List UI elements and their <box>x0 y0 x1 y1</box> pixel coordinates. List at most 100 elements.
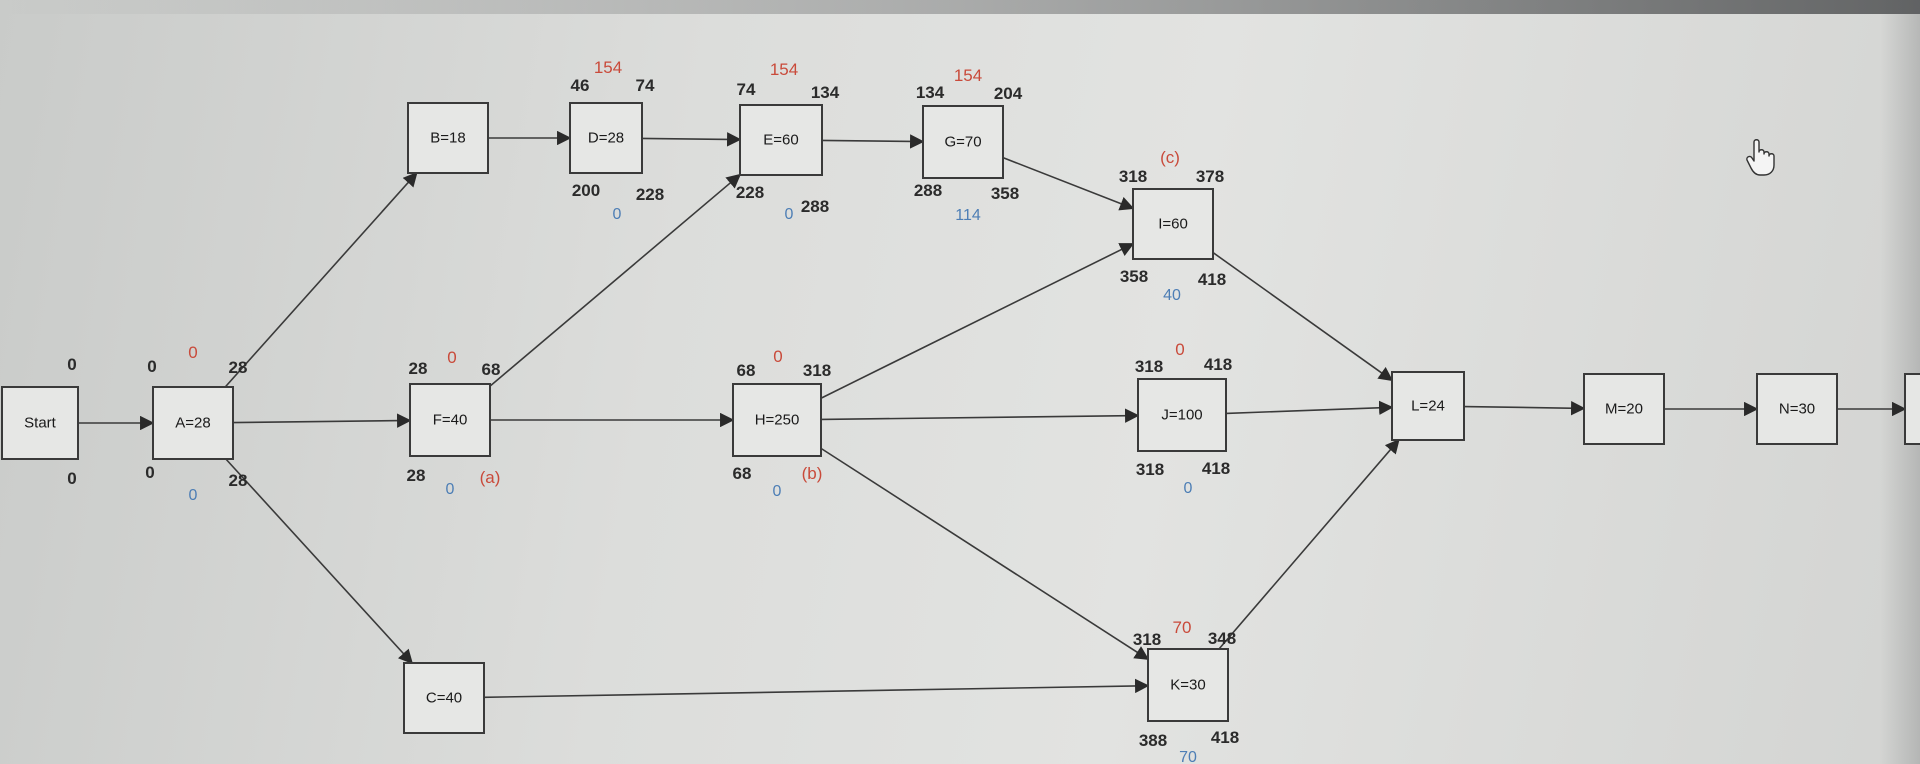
annotation-black: 0 <box>145 463 154 482</box>
annotation-red: 0 <box>447 348 456 367</box>
annotation-black: 418 <box>1202 459 1230 478</box>
node-box-c <box>403 662 485 734</box>
edge-e-g <box>821 134 925 149</box>
node-g[interactable]: G=70 <box>922 105 1004 179</box>
node-f[interactable]: F=40 <box>409 383 491 457</box>
node-l[interactable]: L=24 <box>1391 371 1465 441</box>
annotation-black: 0 <box>67 469 76 488</box>
annotation-black: 74 <box>636 76 655 95</box>
annotation-red: (a) <box>480 468 501 487</box>
node-a[interactable]: A=28 <box>152 386 234 460</box>
annotation-blue: 0 <box>773 483 782 500</box>
nodes-layer: Start A=28 B=18C=40 D=28 E=60F=40 G=70H=250 I=… <box>1 102 1920 734</box>
annotation-black: 28 <box>229 471 248 490</box>
node-label-n: N=30 <box>1779 401 1815 418</box>
annotation-black: 288 <box>801 197 829 216</box>
edge-j-l <box>1225 400 1394 415</box>
annotation-black: 348 <box>1208 629 1236 648</box>
node-label-i: I=60 <box>1158 216 1188 233</box>
annotation-black: 418 <box>1198 270 1226 289</box>
node-label-m: M=20 <box>1605 401 1643 418</box>
node-box-h <box>732 383 822 457</box>
annotation-blue: 0 <box>785 206 794 223</box>
node-box-l <box>1391 371 1465 441</box>
annotation-red: 0 <box>1175 340 1184 359</box>
annotation-blue: 0 <box>613 206 622 223</box>
annotation-black: 74 <box>737 80 756 99</box>
annotation-black: 288 <box>914 181 942 200</box>
edge-h-i <box>820 243 1135 399</box>
node-label-e: E=60 <box>763 132 798 149</box>
edge-h-j <box>820 408 1140 423</box>
annotation-black: 318 <box>803 361 831 380</box>
node-label-c: C=40 <box>426 690 462 707</box>
annotation-red: (b) <box>802 464 823 483</box>
annotation-blue: 0 <box>189 487 198 504</box>
monitor-top-band <box>0 0 1920 14</box>
node-d[interactable]: D=28 <box>569 102 643 174</box>
node-box-end <box>1904 373 1920 445</box>
node-label-k: K=30 <box>1170 677 1205 694</box>
node-box-f <box>409 383 491 457</box>
annotation-black: 378 <box>1196 167 1224 186</box>
edge-h-k <box>820 447 1150 660</box>
node-box-d <box>569 102 643 174</box>
node-start[interactable]: Start <box>1 386 79 460</box>
annotation-black: 134 <box>811 83 840 102</box>
edge-k-l <box>1218 438 1400 650</box>
node-c[interactable]: C=40 <box>403 662 485 734</box>
node-label-g: G=70 <box>944 134 981 151</box>
annotation-black: 318 <box>1119 167 1147 186</box>
node-h[interactable]: H=250 <box>732 383 822 457</box>
annotation-red: 0 <box>188 343 197 362</box>
node-k[interactable]: K=30 <box>1147 648 1229 722</box>
annotation-black: 68 <box>733 464 752 483</box>
annotation-blue: 0 <box>1184 480 1193 497</box>
annotation-black: 68 <box>737 361 756 380</box>
node-j[interactable]: J=100 <box>1137 378 1227 452</box>
edge-a-c <box>225 458 414 665</box>
annotation-blue: 40 <box>1163 287 1181 304</box>
node-label-h: H=250 <box>755 412 800 429</box>
annotation-red: 154 <box>954 66 982 85</box>
node-m[interactable]: M=20 <box>1583 373 1665 445</box>
edge-l-m <box>1463 400 1586 416</box>
node-box-g <box>922 105 1004 179</box>
node-box-i <box>1132 188 1214 260</box>
annotation-black: 28 <box>409 359 428 378</box>
node-i[interactable]: I=60 <box>1132 188 1214 260</box>
edge-i-l <box>1212 251 1394 382</box>
annotation-blue: 0 <box>446 481 455 498</box>
annotation-black: 318 <box>1135 357 1163 376</box>
node-label-a: A=28 <box>175 415 210 432</box>
annotation-black: 358 <box>991 184 1019 203</box>
annotation-red: 154 <box>594 58 622 77</box>
node-e[interactable]: E=60 <box>739 104 823 176</box>
annotation-black: 358 <box>1120 267 1148 286</box>
annotation-black: 28 <box>407 466 426 485</box>
annotation-red: 70 <box>1173 618 1192 637</box>
node-label-j: J=100 <box>1161 407 1202 424</box>
annotation-black: 68 <box>482 360 501 379</box>
node-box-start <box>1 386 79 460</box>
annotation-black: 228 <box>736 183 764 202</box>
node-box-b <box>407 102 489 174</box>
node-box-a <box>152 386 234 460</box>
node-box-k <box>1147 648 1229 722</box>
node-b[interactable]: B=18 <box>407 102 489 174</box>
node-n[interactable]: N=30 <box>1756 373 1838 445</box>
annotation-blue: 70 <box>1179 749 1197 764</box>
annotation-black: 200 <box>572 181 600 200</box>
edge-g-i <box>1002 156 1135 211</box>
node-label-start: Start <box>24 415 57 432</box>
annotation-black: 228 <box>636 185 664 204</box>
edges-layer <box>78 130 1907 699</box>
node-end[interactable]: Er <box>1904 373 1920 445</box>
annotation-black: 0 <box>147 357 156 376</box>
hand-pointer-icon <box>1746 139 1775 176</box>
edge-a-b <box>224 171 418 388</box>
annotation-black: 318 <box>1136 460 1164 479</box>
annotation-red: 154 <box>770 60 798 79</box>
node-box-j <box>1137 378 1227 452</box>
